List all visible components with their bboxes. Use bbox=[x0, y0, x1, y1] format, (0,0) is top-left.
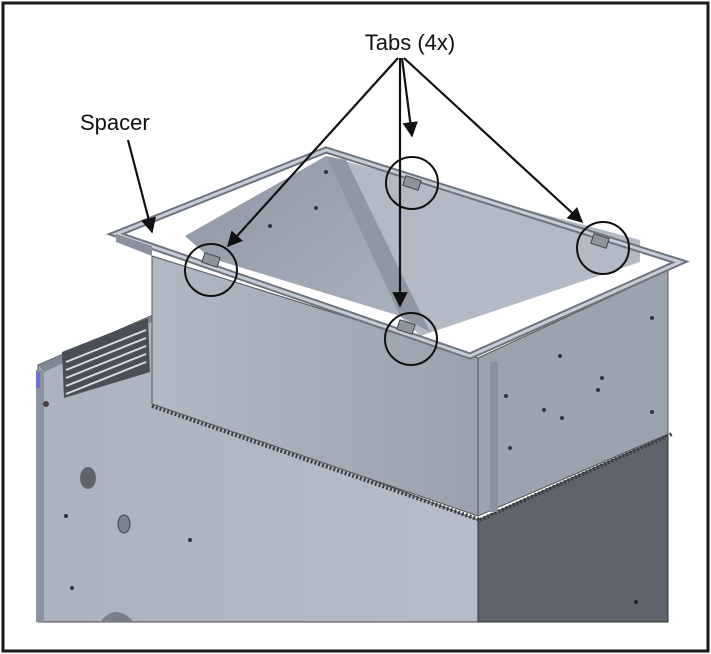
tab-circle-back-center bbox=[385, 156, 439, 210]
tab-leader-lines bbox=[226, 57, 584, 308]
tab-circle-right bbox=[576, 221, 630, 275]
tab bbox=[396, 319, 416, 335]
screw bbox=[117, 514, 131, 534]
upper-box bbox=[105, 146, 690, 517]
lower-cabinet bbox=[36, 311, 669, 623]
tab-circle-front-center bbox=[384, 312, 438, 366]
spacer-leader-line bbox=[126, 139, 156, 234]
tab bbox=[590, 233, 610, 249]
tab-callout-circles bbox=[184, 156, 630, 366]
tab bbox=[201, 252, 221, 268]
spacer-label: Spacer bbox=[80, 110, 150, 135]
seam-lines bbox=[151, 404, 673, 522]
tabs-label: Tabs (4x) bbox=[365, 30, 455, 55]
tab bbox=[402, 175, 422, 191]
vent-grille bbox=[62, 318, 150, 398]
tab-circle-front-left bbox=[184, 243, 238, 297]
cable-hole bbox=[80, 467, 96, 489]
